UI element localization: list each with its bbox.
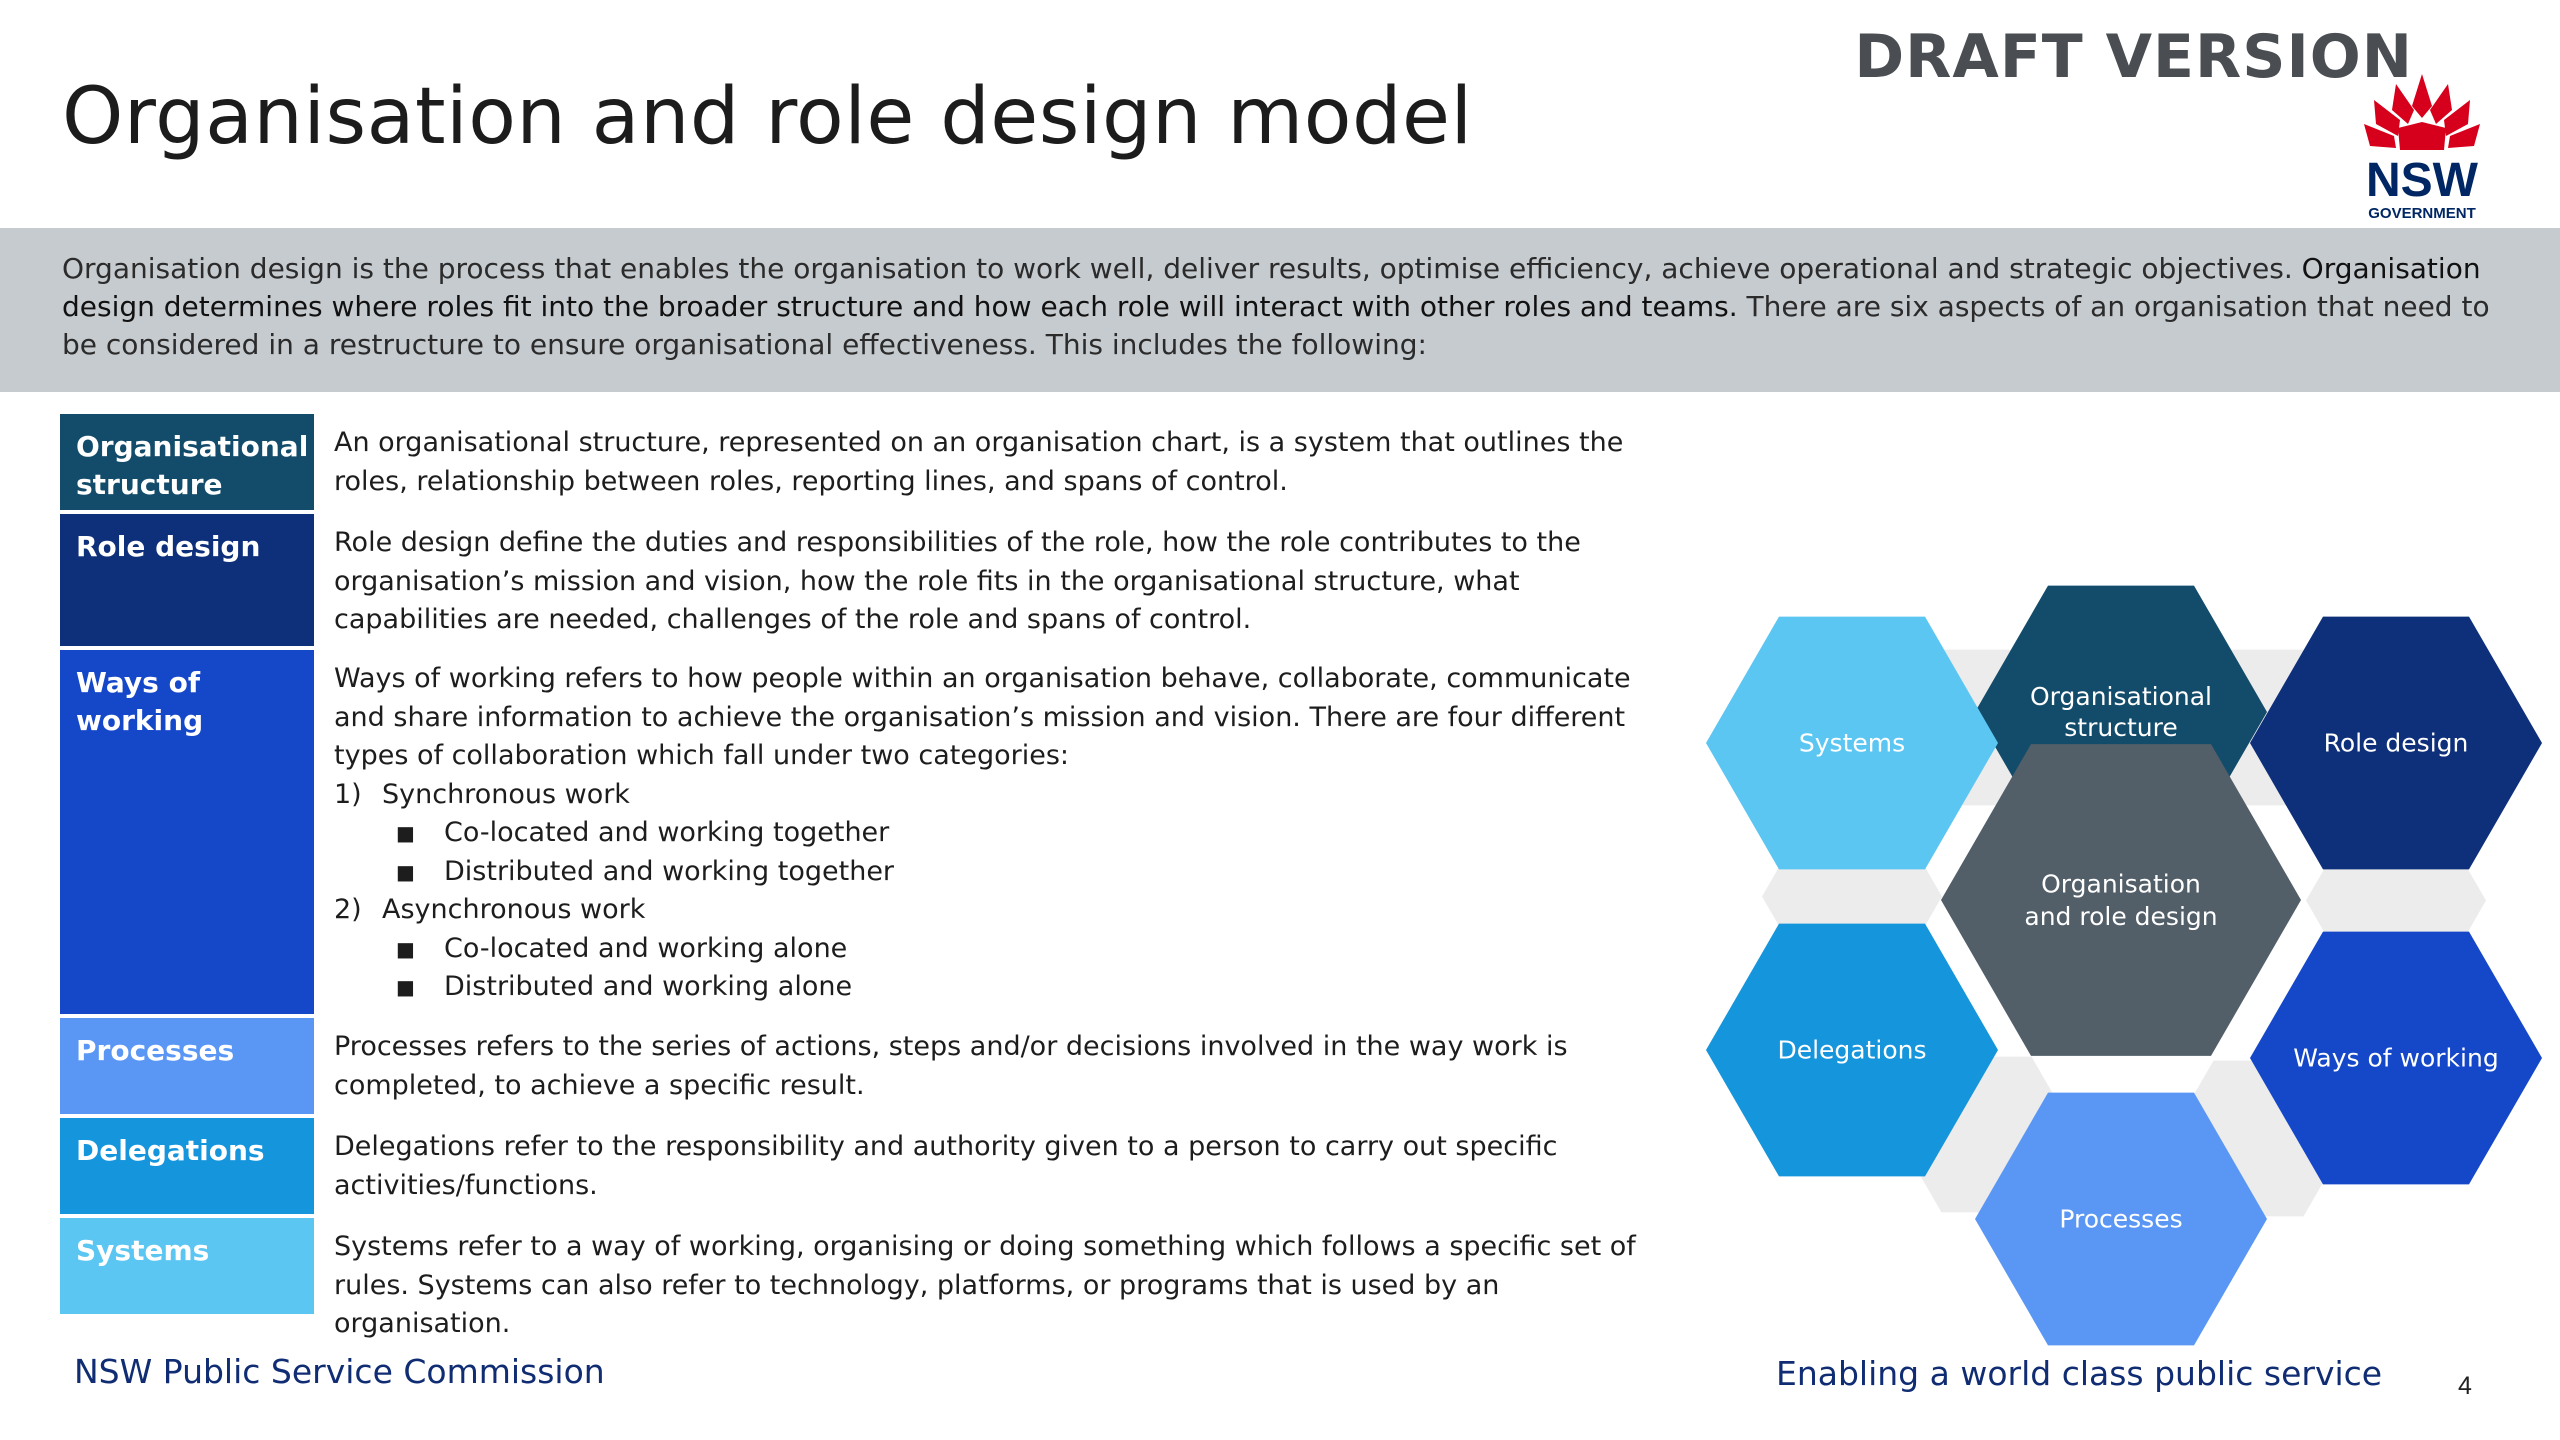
- aspect-label: Systems: [60, 1218, 314, 1314]
- bullet-text: Co-located and working alone: [444, 932, 848, 964]
- category-number: 1): [334, 778, 362, 810]
- logo-subtext: GOVERNMENT: [2368, 205, 2476, 222]
- hex-processes-shape: [1975, 1092, 2267, 1346]
- bullet-text: Distributed and working alone: [444, 971, 853, 1002]
- intro-text-part-3: There are six aspects of an organisation…: [62, 290, 2490, 361]
- hex-ways-of-working-label: Ways of working: [2293, 1043, 2498, 1072]
- hex-delegations: Delegations: [1706, 923, 1998, 1177]
- aspect-description: Processes refers to the series of action…: [334, 1031, 1568, 1101]
- nsw-government-logo: NSW GOVERNMENT: [2364, 74, 2480, 222]
- bullet-icon: ■: [396, 859, 415, 884]
- aspect-label: Processes: [60, 1018, 314, 1114]
- category-title: Asynchronous work: [382, 894, 646, 925]
- logo-wordmark: NSW: [2366, 154, 2479, 207]
- bullet-item: ■ Distributed and working alone: [334, 968, 1680, 1007]
- aspect-label: Organisational structure: [60, 414, 314, 510]
- hex-ways-of-working: Ways of working: [2250, 931, 2542, 1185]
- aspect-row-systems: Systems Systems refer to a way of workin…: [60, 1218, 1680, 1339]
- category-item: 2) Asynchronous work: [334, 891, 1680, 930]
- hex-systems-shape: [1706, 616, 1998, 870]
- hex-systems-label: Systems: [1799, 728, 1905, 757]
- aspect-row-delegations: Delegations Delegations refer to the res…: [60, 1118, 1680, 1218]
- category-item: 1) Synchronous work: [334, 776, 1680, 815]
- waratah-icon: [2364, 74, 2480, 150]
- bullet-item: ■ Distributed and working together: [334, 853, 1680, 892]
- hex-center-shape: [1941, 744, 2301, 1056]
- bullet-text: Distributed and working together: [444, 855, 895, 887]
- aspect-description: An organisational structure, represented…: [334, 427, 1624, 497]
- draft-version-label: DRAFT VERSION: [1854, 22, 2413, 92]
- aspect-label: Role design: [60, 514, 314, 646]
- bullet-icon: ■: [396, 821, 415, 845]
- bullet-item: ■ Co-located and working together: [334, 814, 1680, 853]
- aspect-row-organisational-structure: Organisational structure An organisation…: [60, 414, 1680, 514]
- aspect-row-processes: Processes Processes refers to the series…: [60, 1018, 1680, 1118]
- aspect-row-role-design: Role design Role design define the dutie…: [60, 514, 1680, 650]
- category-number: 2): [334, 894, 362, 925]
- category-title: Synchronous work: [382, 778, 630, 810]
- hex-ways-of-working-shape: [2250, 931, 2542, 1185]
- footer-organisation: NSW Public Service Commission: [74, 1352, 605, 1391]
- hex-role-design-shape: [2250, 616, 2542, 870]
- aspect-label: Ways of working: [60, 650, 314, 1014]
- aspects-table: Organisational structure An organisation…: [60, 414, 1680, 1339]
- hex-delegations-shape: [1706, 923, 1998, 1177]
- intro-text: Organisation design is the process that …: [62, 250, 2492, 364]
- aspect-label: Delegations: [60, 1118, 314, 1214]
- bullet-item: ■ Co-located and working alone: [334, 930, 1680, 969]
- aspect-description: Delegations refer to the responsibility …: [334, 1131, 1558, 1201]
- bullet-icon: ■: [396, 936, 415, 961]
- aspect-description: Systems refer to a way of working, organ…: [334, 1231, 1636, 1339]
- intro-banner: Organisation design is the process that …: [0, 228, 2560, 392]
- footer-tagline: Enabling a world class public service: [1776, 1354, 2383, 1393]
- hex-processes-label: Processes: [2059, 1204, 2182, 1233]
- hex-processes: Processes: [1975, 1092, 2267, 1346]
- intro-text-part-1: Organisation design is the process that …: [62, 252, 2302, 285]
- aspect-description: Role design define the duties and respon…: [334, 527, 1581, 635]
- bullet-text: Co-located and working together: [444, 817, 890, 848]
- bullet-icon: ■: [396, 975, 415, 999]
- hex-systems: Systems: [1706, 616, 1998, 870]
- page-number: 4: [2458, 1372, 2472, 1400]
- intro-text-highlight: Organisation design determines where rol…: [62, 252, 2481, 323]
- aspect-description: Ways of working refers to how people wit…: [334, 663, 1631, 771]
- hex-role-design-label: Role design: [2324, 728, 2469, 757]
- hex-delegations-label: Delegations: [1777, 1035, 1926, 1064]
- page-title: Organisation and role design model: [62, 72, 1473, 162]
- aspect-row-ways-of-working: Ways of working Ways of working refers t…: [60, 650, 1680, 1018]
- aspect-description-block: Ways of working refers to how people wit…: [314, 650, 1680, 1014]
- hex-role-design: Role design: [2250, 616, 2542, 870]
